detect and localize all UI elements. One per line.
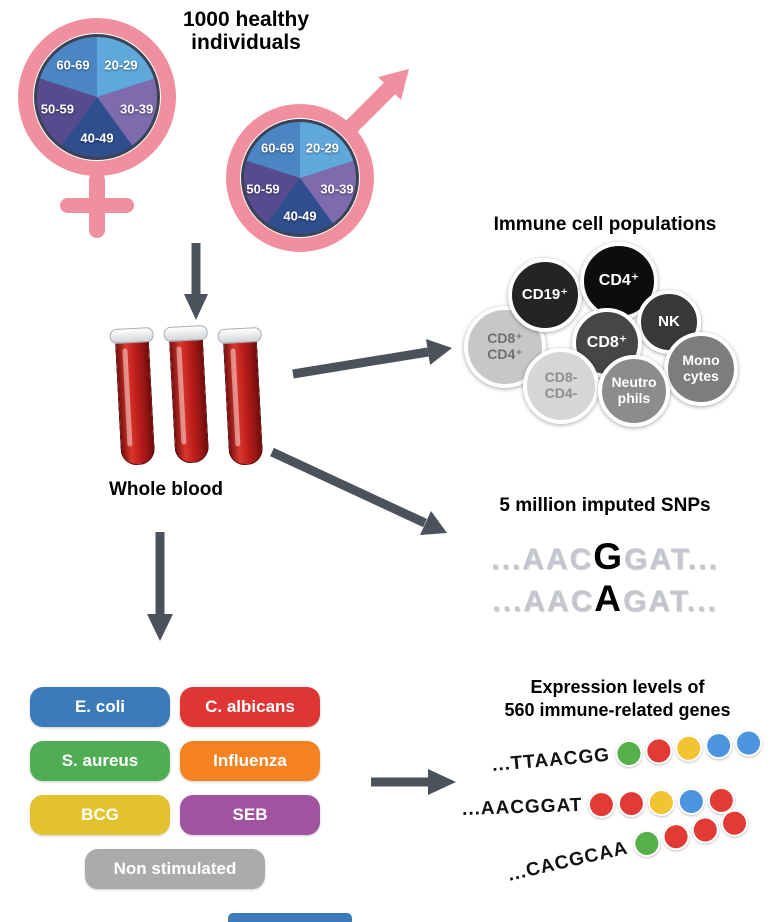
snp-sequence-ref: ...AACGGAT... <box>440 536 770 578</box>
stimulus-label: SEB <box>232 805 268 824</box>
tube-cap <box>217 326 263 345</box>
stimulus-saureus: S. aureus <box>30 741 170 781</box>
whole-blood-label: Whole blood <box>109 479 223 500</box>
sequence-suffix: GAT... <box>624 543 719 576</box>
cell-label: NK <box>658 312 680 330</box>
cell-label: Neutro phils <box>611 374 657 406</box>
test-tube-icon <box>217 326 268 471</box>
male-age-pie: 20-29 30-39 40-49 50-59 60-69 <box>241 119 359 237</box>
stimulus-label: C. albicans <box>205 697 295 716</box>
blood-tubes-group <box>105 324 285 476</box>
sequence-prefix: ...AAC <box>492 585 595 618</box>
sequence-suffix: GAT... <box>622 585 718 618</box>
test-tube-icon <box>109 326 160 471</box>
cell-label: Mono cytes <box>682 352 720 384</box>
immune-cells-title: Immune cell populations <box>493 214 717 235</box>
male-arrow-icon <box>342 69 409 136</box>
stimulus-label: BCG <box>81 805 119 824</box>
stimulus-non-stimulated: Non stimulated <box>85 849 265 889</box>
cell-label: CD4⁺ <box>598 272 640 290</box>
tube-blood <box>114 337 156 466</box>
tube-cap <box>109 326 155 345</box>
arrow-to-snps-icon <box>270 447 447 535</box>
stimulus-label: E. coli <box>74 697 126 716</box>
cell-label: CD8⁺ CD4⁺ <box>487 330 523 362</box>
age-label-50-59: 50-59 <box>246 181 280 197</box>
expression-title: Expression levels of 560 immune-related … <box>504 677 731 721</box>
stimulus-seb: SEB <box>180 795 320 835</box>
cell-label: CD8⁺ <box>586 334 628 352</box>
tube-blood <box>222 337 264 466</box>
variant-allele: G <box>593 536 624 577</box>
age-label-40-49: 40-49 <box>80 130 114 146</box>
female-age-pie: 20-29 30-39 40-49 50-59 60-69 <box>34 34 160 160</box>
arrow-to-expression-icon <box>371 769 456 795</box>
stimulus-label: S. aureus <box>61 751 139 770</box>
age-label-40-49: 40-49 <box>283 208 317 224</box>
male-symbol-icon: 20-29 30-39 40-49 50-59 60-69 <box>226 104 374 252</box>
test-tube-icon <box>163 324 214 469</box>
snp-sequence-alt: ...AACAGAT... <box>440 578 770 620</box>
arrow-down-to-stimuli-icon <box>147 532 173 641</box>
snps-title: 5 million imputed SNPs <box>499 495 711 516</box>
stimulus-influenza: Influenza <box>180 741 320 781</box>
read-sequence: ...AACGGAT <box>461 794 583 820</box>
cell-label: CD19⁺ <box>521 285 569 303</box>
stimulus-ecoli: E. coli <box>30 687 170 727</box>
age-label-20-29: 20-29 <box>305 140 340 156</box>
cell-label: CD8- CD4- <box>544 369 578 401</box>
stimulus-label: Influenza <box>213 751 287 770</box>
cell-monocytes: Mono cytes <box>664 332 738 406</box>
cell-cd8neg-cd4neg: CD8- CD4- <box>523 348 599 424</box>
cropped-blue-bar <box>228 913 352 922</box>
age-label-30-39: 30-39 <box>119 101 154 117</box>
bead-chain-icon <box>614 728 764 769</box>
tube-cap <box>163 324 209 343</box>
age-label-50-59: 50-59 <box>40 101 75 117</box>
arrow-down-to-blood-icon <box>184 243 208 320</box>
stimulus-label: Non stimulated <box>113 859 237 878</box>
arrow-to-immune-cells-icon <box>292 339 452 379</box>
female-symbol-icon: 20-29 30-39 40-49 50-59 60-69 <box>18 18 176 176</box>
expression-read: ...TTAACGG <box>491 728 764 779</box>
study-title: 1000 healthy individuals <box>182 8 310 55</box>
age-label-20-29: 20-29 <box>104 57 138 73</box>
variant-allele: A <box>594 578 623 619</box>
read-sequence: ...TTAACGG <box>491 744 611 776</box>
age-label-30-39: 30-39 <box>320 181 354 197</box>
cell-neutrophils: Neutro phils <box>598 355 670 427</box>
read-sequence: ...CACGCAA <box>505 837 631 886</box>
sequence-prefix: ...AAC <box>491 543 594 576</box>
tube-blood <box>168 335 210 464</box>
cell-cd19: CD19⁺ <box>508 258 582 332</box>
female-symbol-crossbar <box>60 198 134 213</box>
stimulus-bcg: BCG <box>30 795 170 835</box>
age-label-60-69: 60-69 <box>260 140 295 156</box>
age-label-60-69: 60-69 <box>56 57 90 73</box>
stimulus-calbicans: C. albicans <box>180 687 320 727</box>
